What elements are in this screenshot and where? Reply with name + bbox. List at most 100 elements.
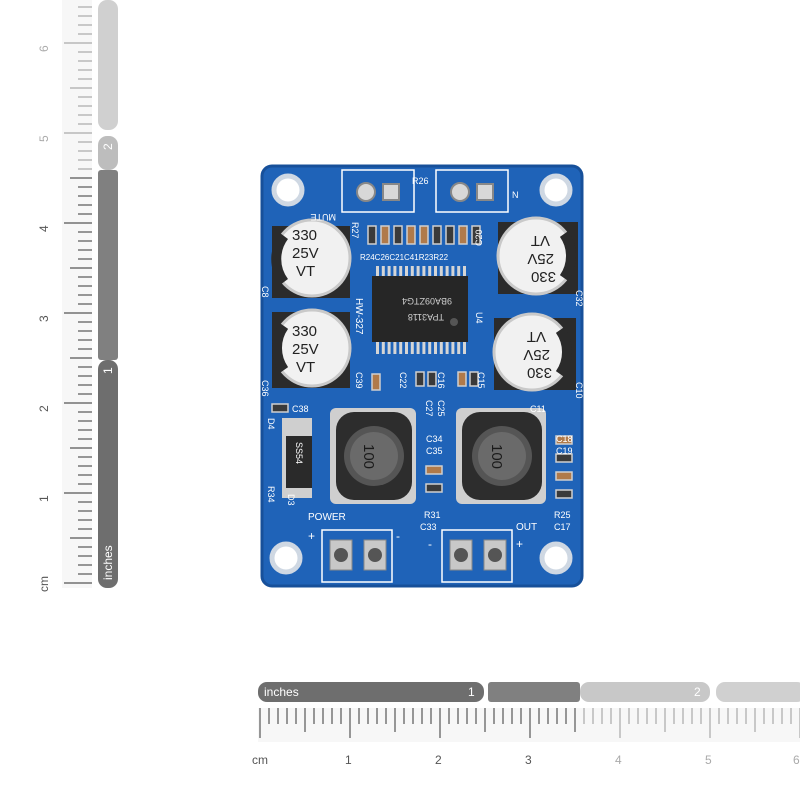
header-pin [382, 183, 400, 201]
capacitor-value: 330 [292, 227, 317, 244]
inch-bar-segment [716, 682, 800, 702]
electrolytic-capacitor: 330 25V VT [496, 216, 578, 296]
chip-pin [387, 266, 391, 278]
chip-logo [450, 318, 458, 326]
label-r26: R26 [412, 176, 429, 186]
horizontal-inch-number-2: 2 [694, 685, 701, 699]
label-out-minus: - [428, 537, 432, 551]
chip-pin [439, 342, 443, 354]
vertical-cm-label: cm [37, 576, 51, 592]
vertical-ruler: inches 1 2 cm 1 2 3 4 5 6 [37, 0, 118, 592]
label-r27: R27 [350, 222, 360, 239]
label-c34: C34 [426, 434, 443, 444]
capacitor-series: 330 [527, 364, 552, 381]
chip-pin [445, 342, 449, 354]
mounting-hole [271, 173, 305, 207]
silkscreen-labels: R26 N MUTE R27 C20 R24C26C21C41R23R22 HW… [260, 176, 584, 551]
chip-pin [416, 342, 420, 354]
label-mute: MUTE [311, 212, 337, 222]
chip-pin [410, 266, 414, 278]
amplifier-chip: TPA3118 9BA09ZTG4 [372, 266, 468, 354]
label-c35: C35 [426, 446, 443, 456]
chip-pin [410, 342, 414, 354]
vertical-cm-number-5: 5 [37, 135, 51, 142]
chip-pin [376, 266, 379, 278]
inductor-code: 100 [488, 444, 505, 469]
chip-pin [434, 266, 437, 278]
capacitor-value: VT [527, 328, 546, 345]
capacitor-value: VT [531, 232, 550, 249]
label-c15: C15 [476, 372, 486, 389]
vertical-inch-number-1: 1 [101, 367, 115, 374]
smd-component-column [271, 371, 573, 499]
label-c19: C19 [556, 446, 573, 456]
label-c10: C10 [574, 382, 584, 399]
mute-header-outline [341, 169, 415, 213]
capacitor-series: 330 [531, 268, 556, 285]
vertical-cm-number-2: 2 [37, 405, 51, 412]
label-c11: C11 [530, 404, 546, 414]
label-u4: U4 [474, 312, 484, 324]
label-r25: R25 [554, 510, 571, 520]
label-out: OUT [516, 522, 537, 533]
capacitor-voltage: 25V [523, 346, 550, 363]
horizontal-cm-label: cm [252, 753, 268, 767]
chip-pin [428, 266, 432, 278]
inch-bar-segment [98, 360, 118, 588]
vertical-ticks [64, 6, 92, 584]
chip-pin [434, 342, 437, 354]
chip-pins-top [376, 266, 466, 278]
chip-pins-bottom [376, 342, 466, 354]
capacitor-voltage: 25V [527, 250, 554, 267]
chip-pin [376, 342, 379, 354]
chip-pin [428, 342, 432, 354]
cm-tick-strip [62, 0, 92, 588]
chip-pin [393, 266, 397, 278]
mounting-hole [539, 541, 573, 575]
chip-pin [457, 342, 461, 354]
inch-bar-segment [580, 682, 710, 702]
label-power-minus: - [396, 529, 400, 543]
label-r34: R34 [266, 486, 276, 503]
horizontal-cm-number-3: 3 [525, 753, 532, 767]
label-row: R24C26C21C41R23R22 [360, 253, 449, 262]
inch-bar-segment [98, 136, 118, 170]
label-c20: C20 [474, 229, 484, 246]
chip-pin [405, 342, 408, 354]
vertical-inches-label: inches [101, 545, 115, 580]
label-c33: C33 [420, 522, 437, 532]
label-model: HW-327 [353, 298, 364, 335]
chip-pin [457, 266, 461, 278]
horizontal-cm-number-4: 4 [615, 753, 622, 767]
label-c8: C8 [260, 286, 270, 298]
inch-bar-segment [258, 682, 484, 702]
chip-pin [405, 266, 408, 278]
pcb-edge [260, 164, 584, 588]
electrolytic-capacitor: 330 25V VT [271, 218, 352, 298]
inductor: 100 [330, 408, 416, 504]
mounting-hole [539, 173, 573, 207]
n-header-outline [435, 169, 509, 213]
capacitor-value: 330 [292, 323, 317, 340]
vertical-cm-number-4: 4 [37, 225, 51, 232]
label-c25: C25 [436, 400, 446, 417]
chip-pin [451, 266, 455, 278]
inch-bar-segment [98, 0, 118, 130]
inductor: 100 [456, 408, 546, 504]
label-d3: D3 [286, 494, 296, 506]
horizontal-cm-number-1: 1 [345, 753, 352, 767]
vertical-cm-number-1: 1 [37, 495, 51, 502]
horizontal-ruler: inches 1 2 cm 1 2 3 4 5 6 [252, 682, 800, 767]
power-terminal [321, 529, 393, 583]
inch-bar-segment [488, 682, 580, 702]
chip-pin [387, 342, 391, 354]
vertical-inch-number-2: 2 [101, 143, 115, 150]
horizontal-inches-label: inches [264, 685, 299, 699]
label-c22: C22 [398, 372, 408, 389]
horizontal-cm-number-2: 2 [435, 753, 442, 767]
mounting-hole [269, 541, 303, 575]
label-c16: C16 [436, 372, 446, 389]
vertical-cm-number-3: 3 [37, 315, 51, 322]
horizontal-cm-number-5: 5 [705, 753, 712, 767]
label-out-plus: + [516, 537, 523, 551]
